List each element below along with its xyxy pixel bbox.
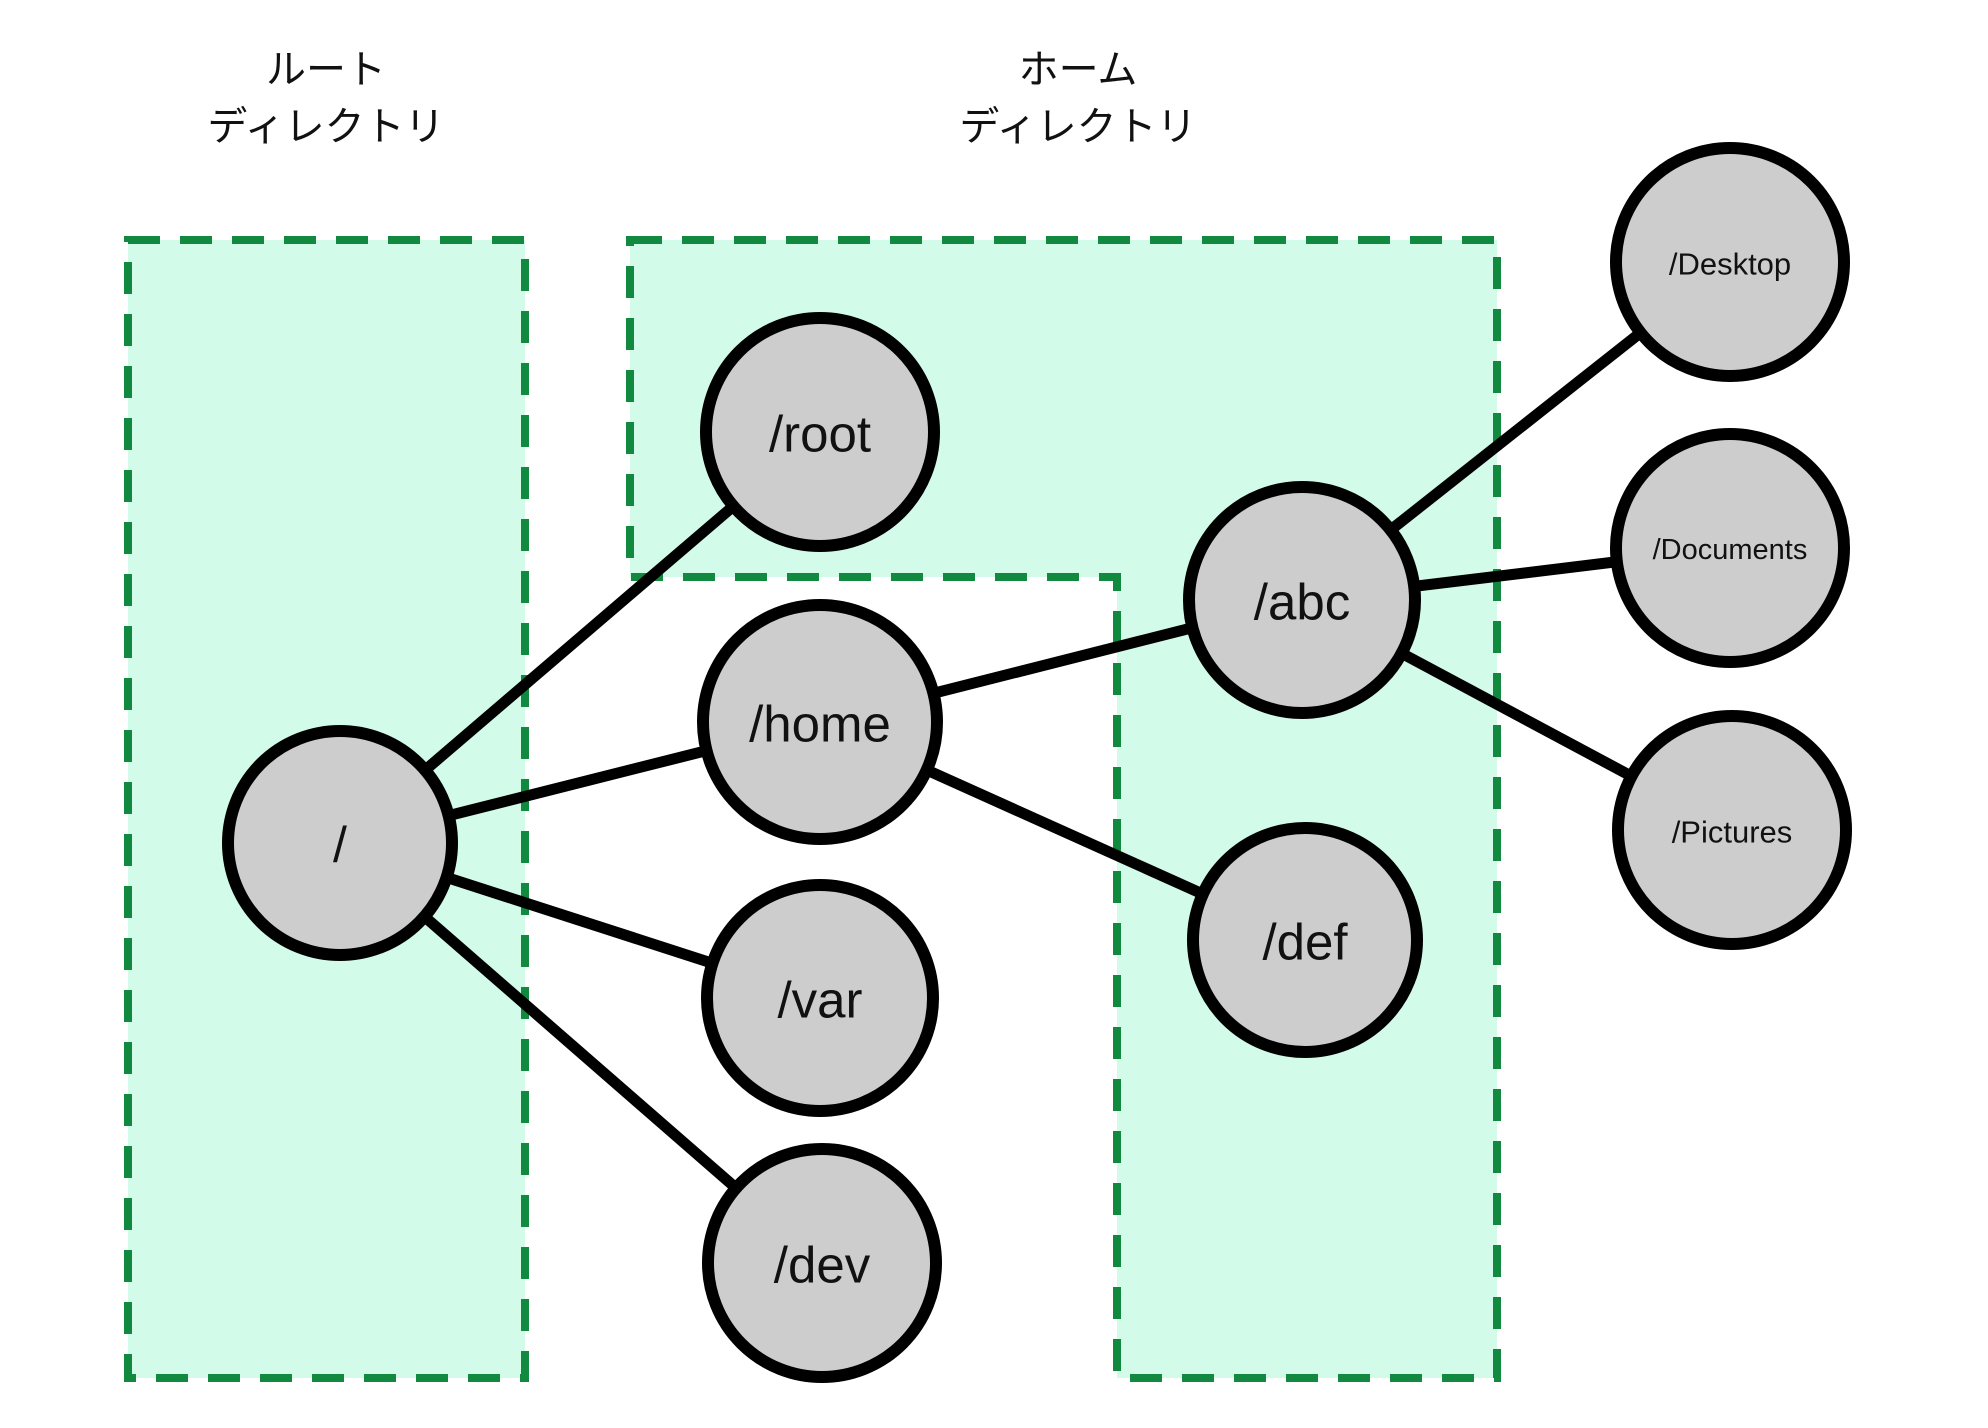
node-documents-circle bbox=[1610, 428, 1850, 668]
node-dev: /dev bbox=[702, 1143, 942, 1383]
root-directory-label-line2: ディレクトリ bbox=[207, 105, 445, 149]
node-pictures-circle bbox=[1612, 710, 1852, 950]
root-directory-label: ルート ディレクトリ bbox=[207, 42, 444, 156]
node-dev-circle bbox=[702, 1143, 942, 1383]
node-var: /var bbox=[701, 879, 939, 1117]
home-directory-label: ホーム ディレクトリ bbox=[959, 42, 1196, 156]
node-pictures: /Pictures bbox=[1612, 710, 1852, 950]
node-slash-label: / bbox=[333, 817, 347, 873]
node-desktop-label: /Desktop bbox=[1669, 247, 1791, 282]
node-root-circle bbox=[700, 312, 940, 552]
node-documents: /Documents bbox=[1610, 428, 1850, 668]
node-var-label: /var bbox=[777, 972, 862, 1029]
node-root-label: /root bbox=[769, 406, 871, 463]
node-var-circle bbox=[701, 879, 939, 1117]
node-root: /root bbox=[700, 312, 940, 552]
node-def: /def bbox=[1187, 822, 1423, 1058]
node-home-circle bbox=[697, 599, 943, 845]
node-def-circle bbox=[1187, 822, 1423, 1058]
node-desktop-circle bbox=[1610, 142, 1850, 382]
node-desktop: /Desktop bbox=[1610, 142, 1850, 382]
node-documents-label: /Documents bbox=[1653, 534, 1808, 566]
node-pictures-label: /Pictures bbox=[1672, 815, 1793, 850]
root-directory-label-line1: ルート bbox=[265, 48, 386, 92]
node-slash: / bbox=[222, 725, 458, 961]
node-home-label: /home bbox=[749, 696, 891, 753]
node-home: /home bbox=[697, 599, 943, 845]
nodes-layer: / /root/home/var/dev/abc/def/Desktop/Docu… bbox=[222, 142, 1852, 1383]
home-directory-label-line2: ディレクトリ bbox=[959, 105, 1197, 149]
node-abc: /abc bbox=[1183, 481, 1421, 719]
home-directory-label-line1: ホーム bbox=[1018, 48, 1138, 92]
node-def-label: /def bbox=[1262, 914, 1348, 971]
node-abc-circle bbox=[1183, 481, 1421, 719]
node-slash-circle bbox=[222, 725, 458, 961]
node-abc-label: /abc bbox=[1254, 574, 1350, 631]
node-dev-label: /dev bbox=[774, 1237, 871, 1294]
